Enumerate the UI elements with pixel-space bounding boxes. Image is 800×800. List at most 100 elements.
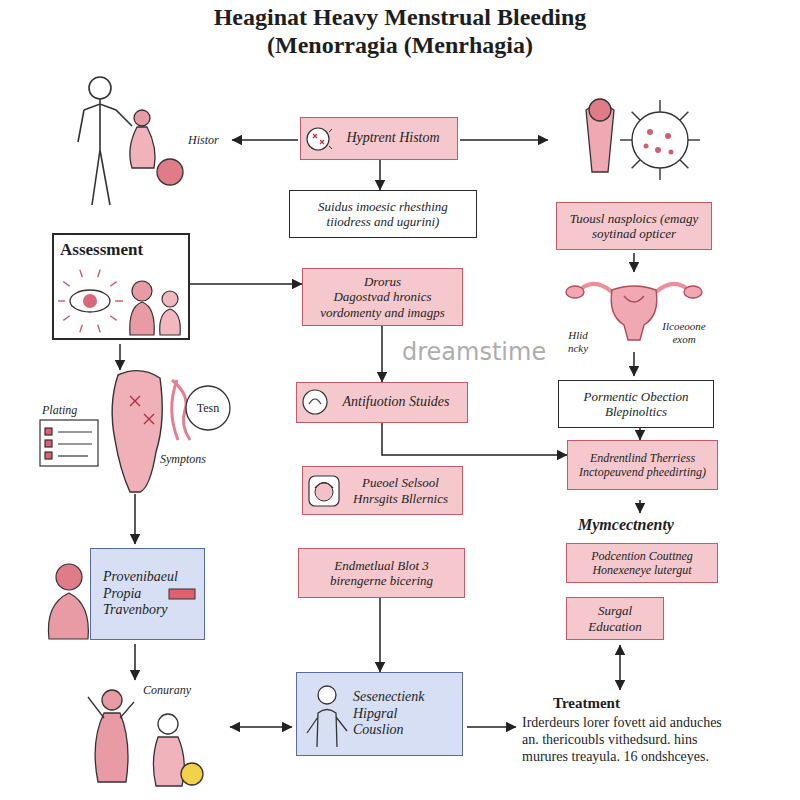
watermark: dreamstime xyxy=(402,338,546,366)
checklist-symbol xyxy=(45,452,52,459)
figure-label: Conurany xyxy=(143,683,191,697)
node-text: Endmetlual Blot 3 birengerne bicering xyxy=(305,558,458,589)
process-box: Antifuotion Stuides xyxy=(296,382,468,423)
section-heading: Mymcectnenty xyxy=(578,516,674,535)
patient-figure xyxy=(134,110,150,126)
node-subtext: Propia Travenbory xyxy=(103,586,175,619)
assessment-illustration xyxy=(132,281,152,301)
diagram-title: Heaginat Heavy Menstrual Bleeding (Menor… xyxy=(170,4,630,59)
figure-label-holder: Conurany xyxy=(143,683,191,697)
figure-label: Symptons xyxy=(160,452,206,466)
uterus-illustration xyxy=(566,286,584,298)
history-icon xyxy=(329,129,332,149)
figure-label: Histor xyxy=(188,133,219,147)
virus-symbol xyxy=(644,144,649,149)
section-heading: Treatment xyxy=(553,695,620,713)
node-text: Suidus imoesic rhesthing tiiodress and u… xyxy=(296,199,470,230)
leader-arrow xyxy=(460,139,548,141)
node-text: Sesenectienk xyxy=(353,689,425,706)
assessment-illustration xyxy=(162,291,178,307)
leader-arrow xyxy=(633,352,635,376)
node-text: Hyptrent Histom xyxy=(346,130,439,147)
checklist-symbol xyxy=(45,440,52,447)
node-subtext: Dagostvad hronics vordomenty and imagps xyxy=(309,289,456,320)
checklist-symbol xyxy=(58,443,92,444)
connector-arrow xyxy=(381,326,383,382)
part-label-holder: Hlid ncky xyxy=(558,329,598,355)
virus-symbol xyxy=(647,129,653,135)
process-box: Endrentlind Therriess Inctopeuvend pheed… xyxy=(567,440,718,490)
family-figure xyxy=(102,690,122,710)
virus-symbol xyxy=(659,168,660,180)
node-text: Pormentic Obection Blepinoltics xyxy=(565,389,707,420)
assessment-illustration xyxy=(63,316,70,321)
virus-symbol xyxy=(632,160,641,169)
symbol-label: Tesn xyxy=(190,401,226,415)
assessment-illustration xyxy=(63,282,70,287)
leader-arrow xyxy=(134,494,136,544)
process-panel: ProvenibaeulPropia Travenbory xyxy=(90,548,205,640)
face-icon xyxy=(315,483,333,489)
family-figure xyxy=(95,713,128,782)
section-heading-holder: Treatment xyxy=(553,695,620,713)
doctor-figure xyxy=(78,77,132,205)
process-box: DrorusDagostvad hronics vordomenty and i… xyxy=(302,268,463,326)
title-block: Heaginat Heavy Menstrual Bleeding (Menor… xyxy=(170,4,630,59)
patient-figure xyxy=(157,159,183,185)
process-box: Endmetlual Blot 3 birengerne bicering xyxy=(298,548,465,598)
assessment-illustration xyxy=(80,270,83,278)
connector-arrow xyxy=(190,283,302,285)
symptom-figure xyxy=(112,371,162,492)
virus-symbol xyxy=(620,100,700,180)
patient-illustration xyxy=(48,593,88,639)
patient-figure xyxy=(130,127,155,168)
node-text: Tuousl nasploics (emagy soytinad opticer xyxy=(563,211,705,242)
family-figure xyxy=(88,690,203,786)
node-subtext: Hipgral Couslion xyxy=(353,706,425,739)
section-heading-holder: Mymcectnenty xyxy=(578,516,674,535)
assessment-panel: Assessment xyxy=(52,233,190,340)
virus-symbol xyxy=(680,160,689,169)
process-box: Tuousl nasploics (emagy soytinad opticer xyxy=(556,202,712,250)
assessment-illustration xyxy=(98,325,101,333)
leader-arrow xyxy=(230,726,292,728)
checklist-symbol xyxy=(58,455,88,456)
leader-arrow xyxy=(232,139,298,141)
process-box: Podcention Couttneg Honexeneye lutergut xyxy=(566,543,718,583)
doctor-figure xyxy=(89,77,111,99)
part-label: Ilcoeoone exom xyxy=(652,320,716,346)
assessment-illustration xyxy=(110,316,117,321)
connector-arrow xyxy=(639,428,641,440)
test-symbol xyxy=(172,380,230,440)
leader-arrow xyxy=(633,253,635,272)
assessment-illustration xyxy=(70,290,110,312)
patient-illustration xyxy=(56,564,82,590)
figure-label-holder: Symptons xyxy=(160,452,206,466)
node-text: Endrentlind Therriess Inctopeuvend pheed… xyxy=(574,451,711,479)
leader-arrow xyxy=(639,500,641,513)
connector-arrow xyxy=(382,423,567,455)
process-panel: SesenectienkHipgral Couslion xyxy=(296,672,463,756)
uterus-illustration xyxy=(684,286,702,298)
uterus-illustration xyxy=(656,284,686,292)
checklist-symbol xyxy=(45,428,52,435)
leader-arrow xyxy=(119,344,121,370)
virus-symbol xyxy=(659,100,660,112)
checklist-symbol xyxy=(40,420,98,466)
patient-figure xyxy=(130,110,183,185)
leader-arrow xyxy=(467,726,516,728)
part-label-holder: Ilcoeoone exom xyxy=(652,320,716,346)
uterus-illustration xyxy=(624,296,644,302)
node-text: Antifuotion Stuides xyxy=(343,394,450,411)
assessment-illustration xyxy=(110,282,117,287)
part-label: Hlid ncky xyxy=(558,329,598,355)
assessment-illustration xyxy=(58,270,123,333)
assessment-illustration xyxy=(130,302,155,335)
node-text: Surgal Education xyxy=(573,603,657,634)
symptom-figure xyxy=(130,396,154,424)
connector-arrow xyxy=(379,598,381,672)
virus-symbol xyxy=(665,133,671,139)
uterus-illustration xyxy=(582,284,612,292)
watermark-holder: dreamstime xyxy=(402,338,546,366)
